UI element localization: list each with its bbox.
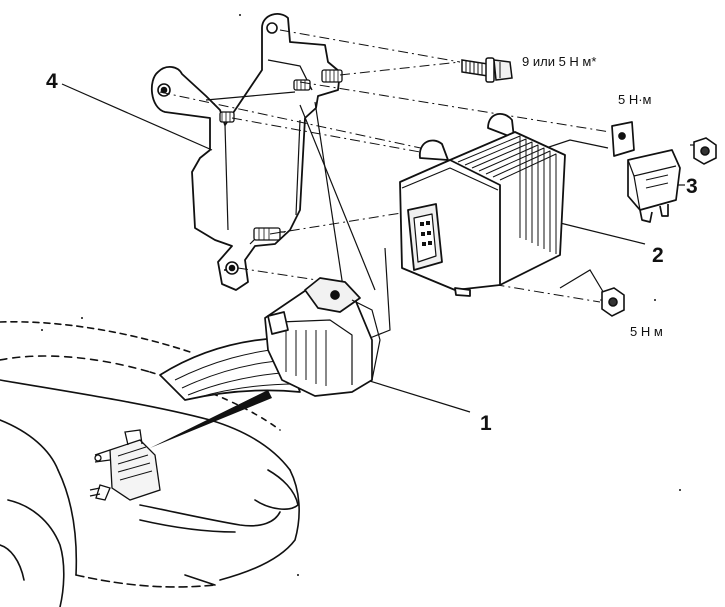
bracket-studs bbox=[219, 69, 343, 241]
torque-bolt-top: 9 или 5 Н м* bbox=[522, 54, 596, 69]
car-outline bbox=[0, 320, 300, 607]
torque-nut-lower: 5 Н м bbox=[630, 324, 663, 339]
module-in-car bbox=[89, 429, 161, 501]
nut-lower bbox=[601, 287, 625, 317]
control-unit-part-2 bbox=[399, 113, 566, 297]
callout-2: 2 bbox=[652, 244, 664, 267]
relay-part-3 bbox=[611, 121, 681, 223]
bolt-top bbox=[461, 57, 513, 83]
callout-4: 4 bbox=[46, 70, 58, 93]
leader-lines bbox=[61, 83, 702, 413]
torque-relay-mount: 5 Н·м bbox=[618, 92, 652, 107]
wiring-connector-part-1 bbox=[159, 277, 381, 401]
print-specks bbox=[41, 14, 681, 576]
nut-relay bbox=[693, 137, 717, 165]
bracket-part-4 bbox=[150, 13, 341, 291]
callout-1: 1 bbox=[480, 412, 492, 435]
callout-3: 3 bbox=[686, 175, 698, 198]
location-pointer bbox=[150, 390, 272, 448]
